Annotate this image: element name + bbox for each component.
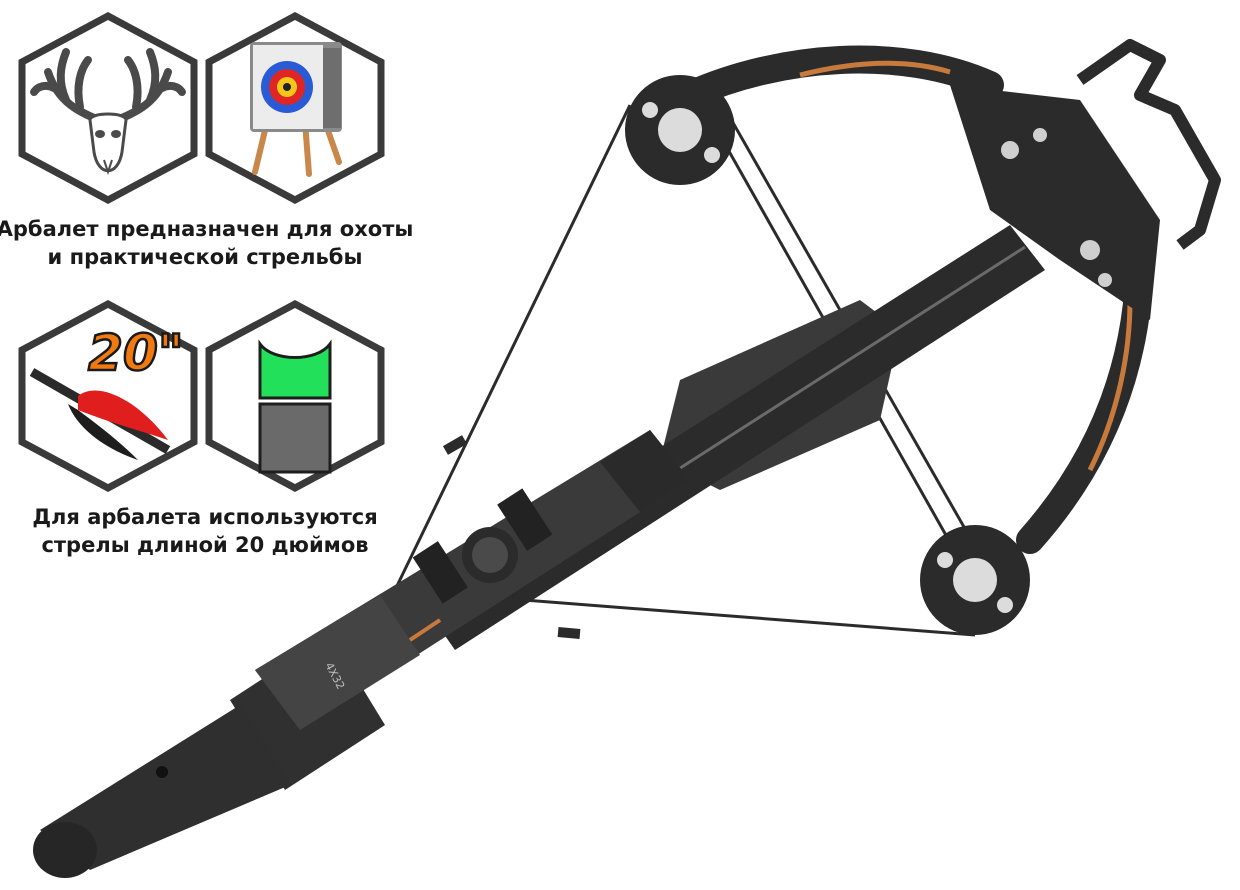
upper-limb xyxy=(676,45,1004,109)
arrow-length-badge: 20" xyxy=(88,324,184,382)
hunting-caption: Арбалет предназначен для охоты и практич… xyxy=(0,215,415,271)
arrow-length-hex-tile: 20" xyxy=(18,300,198,492)
upper-cam xyxy=(625,75,735,185)
deer-antlers-icon xyxy=(18,12,198,204)
caption-line: стрелы длиной 20 дюймов xyxy=(41,533,369,557)
target-hex-tile xyxy=(205,12,385,204)
archery-target-icon xyxy=(205,12,385,204)
riser xyxy=(950,85,1160,320)
hunting-hex-tile xyxy=(18,12,198,204)
arrow-groove-icon xyxy=(205,300,385,492)
groove-hex-tile xyxy=(205,300,385,492)
arrow-caption: Для арбалета используются стрелы длиной … xyxy=(0,503,415,559)
stirrup xyxy=(1076,39,1221,250)
caption-line: Для арбалета используются xyxy=(32,505,378,529)
lower-cam xyxy=(920,525,1030,635)
arrow-fletching-icon: 20" xyxy=(18,300,198,492)
caption-line: и практической стрельбы xyxy=(47,245,363,269)
scope: 4X32 xyxy=(255,430,690,730)
caption-line: Арбалет предназначен для охоты xyxy=(0,217,414,241)
